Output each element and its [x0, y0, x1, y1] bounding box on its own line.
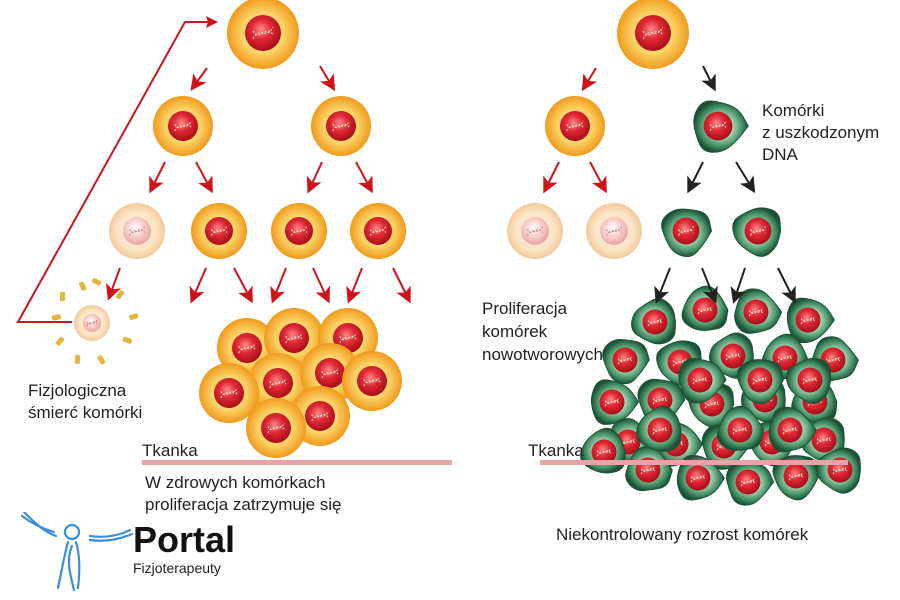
cell-left-l2-a — [153, 96, 213, 156]
arrow-r3-a — [654, 267, 671, 304]
arrow-r2-d — [735, 161, 756, 194]
cell-left-l3-d — [350, 203, 406, 259]
arrow-r1-b — [701, 65, 716, 92]
feedback-line — [16, 21, 212, 323]
arrow-r1-a — [581, 67, 598, 92]
arrow-l3-a — [105, 267, 121, 301]
arrow-l3-g — [392, 267, 411, 304]
arrow-r2-c — [687, 161, 704, 194]
tumor-mass-cell-9 — [590, 379, 640, 425]
tumor-mass-cell-2 — [734, 288, 783, 334]
cell-right-l3-pale-b — [586, 203, 642, 259]
tissue-line-right — [540, 460, 848, 465]
tumor-mass-cell-20 — [625, 445, 673, 492]
cell-left-l3-c — [271, 203, 327, 259]
cell-right-top — [617, 0, 689, 69]
arrow-l3-d — [270, 267, 287, 304]
cluster-left-cell-3 — [248, 353, 308, 413]
tumor-mass-cell-23 — [772, 455, 820, 501]
arrows-layer — [105, 65, 796, 304]
prolif-label-line3: nowotworowych — [482, 345, 603, 364]
cluster-left-cell-8 — [199, 363, 259, 423]
cell-right-l2-a — [545, 96, 605, 156]
tissue-line-left — [142, 460, 452, 465]
cell-left-l3-pale — [109, 203, 165, 259]
cell-left-dying — [74, 305, 110, 341]
cell-left-l3-b — [191, 203, 247, 259]
arrow-l3-f — [346, 267, 363, 304]
arrow-l2-c — [306, 161, 323, 194]
damaged-label-line1: Komórki — [762, 101, 825, 120]
cell-right-l3-d — [732, 207, 782, 257]
left-tissue-label: Tkanka — [142, 441, 198, 460]
feedback-arrowhead — [206, 16, 218, 28]
tumor-mass-cell-22 — [726, 460, 775, 506]
tumor-mass-cell-28 — [678, 357, 727, 404]
prolif-label-line2: komórek — [482, 322, 548, 341]
damaged-label-line2: z uszkodzonym — [762, 123, 880, 142]
arrow-l1-b — [319, 65, 336, 92]
damaged-label-line3: DNA — [762, 145, 798, 164]
arrow-r3-c — [730, 267, 746, 304]
arrow-l2-a — [149, 161, 166, 194]
left-caption-line2: proliferacja zatrzymuje się — [145, 495, 342, 514]
cell-left-l2-b — [311, 96, 371, 156]
arrow-l3-c — [233, 267, 253, 304]
arrow-r2-b — [589, 161, 607, 194]
cluster-left-cell-5 — [342, 351, 402, 411]
tumor-mass-cell-21 — [676, 454, 726, 501]
right-caption: Niekontrolowany rozrost komórek — [556, 525, 809, 544]
arrow-l2-b — [195, 161, 213, 194]
tumor-mass-cell-0 — [631, 298, 676, 345]
death-label-line1: Fizjologiczna — [28, 381, 127, 400]
cell-right-l2-damaged — [693, 100, 749, 153]
arrow-l1-a — [190, 67, 208, 91]
portal-logo — [20, 512, 134, 592]
logo-figure-icon — [20, 512, 134, 592]
tumor-mass-cell-25 — [636, 405, 682, 452]
tumor-mass-cell-3 — [786, 297, 836, 344]
arrow-r2-a — [543, 161, 560, 194]
arrow-l3-b — [189, 267, 207, 304]
right-tissue-label: Tkanka — [528, 441, 584, 460]
logo-subtitle: Fizjoterapeuty — [133, 560, 221, 576]
cell-right-l3-c — [661, 208, 713, 258]
tumor-mass-cell-27 — [768, 406, 817, 453]
cell-left-top — [227, 0, 299, 69]
tumor-mass-cell-4 — [602, 338, 650, 385]
cell-right-l3-pale-a — [507, 203, 563, 259]
left-caption-line1: W zdrowych komórkach — [145, 473, 326, 492]
death-label-line2: śmierć komórki — [28, 403, 143, 422]
prolif-label-line1: Proliferacja — [482, 299, 568, 318]
cluster-left-cell-7 — [246, 398, 306, 458]
tumor-mass-cell-1 — [681, 285, 729, 331]
tumor-mass-cell-29 — [736, 359, 784, 405]
arrow-l2-d — [355, 161, 373, 194]
cells-layer — [51, 0, 861, 506]
tumor-mass-cell-30 — [786, 357, 832, 404]
tumor-mass-cell-26 — [716, 405, 765, 451]
logo-title: Portal — [133, 519, 236, 560]
arrow-r3-d — [777, 267, 796, 304]
arrow-r3-b — [701, 267, 718, 304]
arrow-l3-e — [312, 267, 331, 304]
